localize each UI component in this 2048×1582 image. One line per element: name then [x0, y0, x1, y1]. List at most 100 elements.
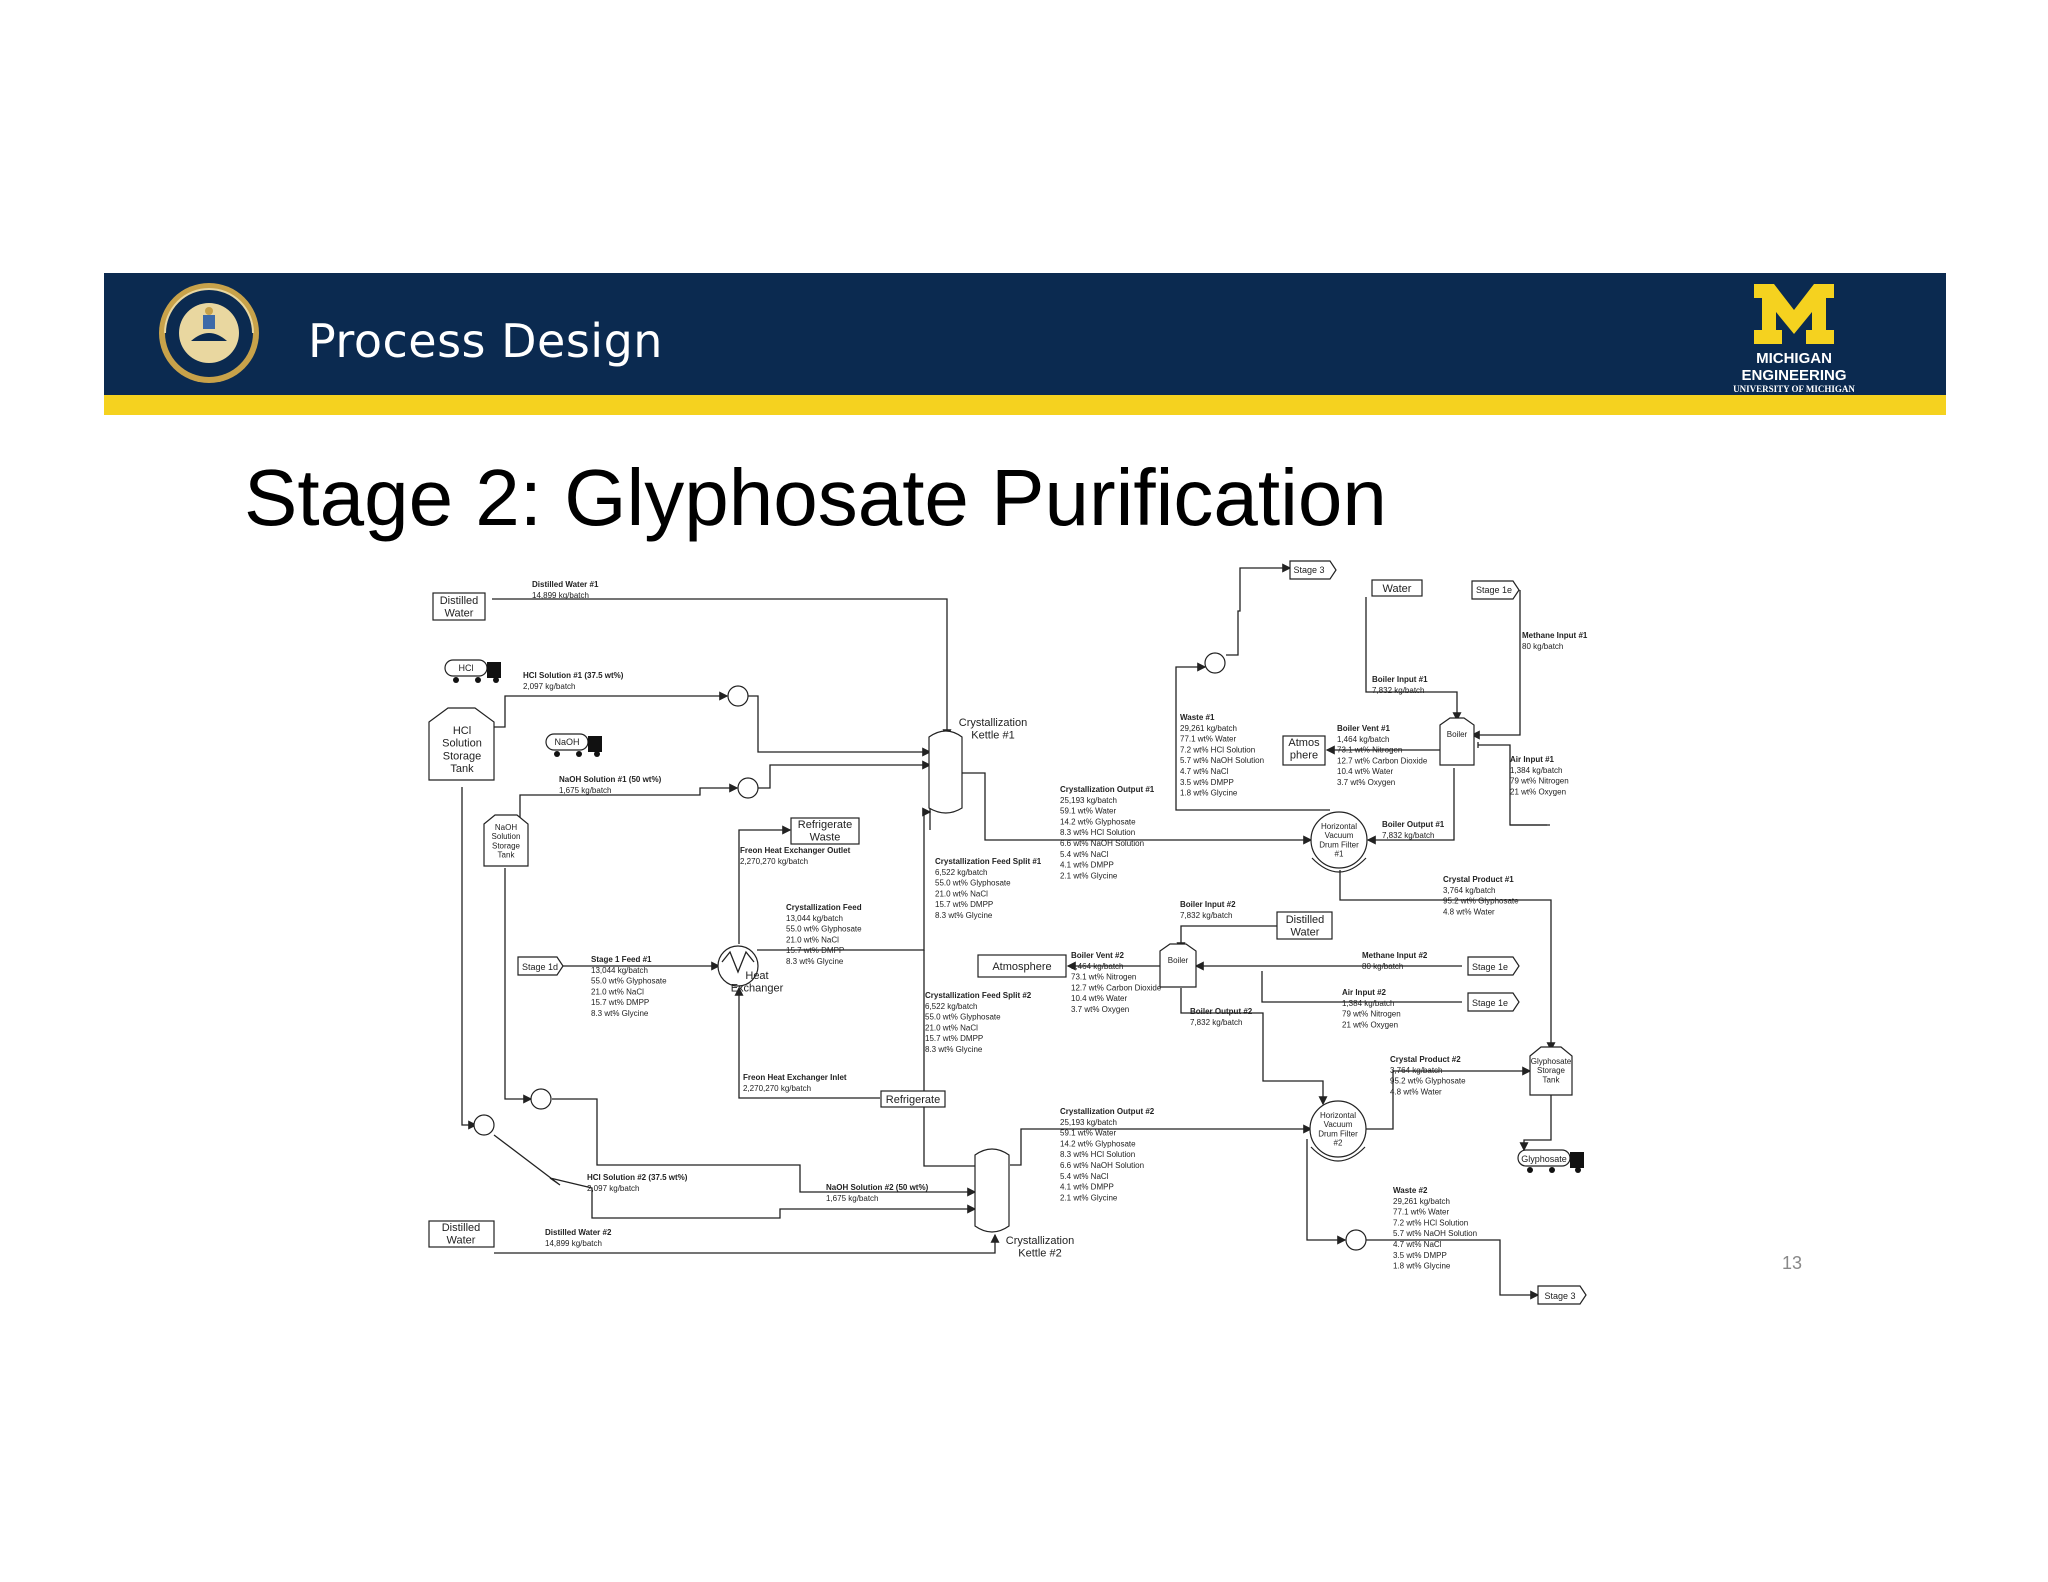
- boiler-2: [1159, 943, 1197, 988]
- filter-arc-icon: [1310, 1146, 1366, 1162]
- unit-label-atmosphere-2: Atmosphere: [992, 961, 1051, 973]
- stream-line: [505, 783, 739, 819]
- pump-icon: [737, 777, 759, 799]
- section-title: Process Design: [308, 314, 663, 368]
- pump-icon: [727, 685, 749, 707]
- unit-label-stage-1d: Stage 1d: [522, 962, 558, 972]
- stream-line: [1339, 870, 1556, 1052]
- crystallization-kettle-1: [928, 730, 963, 814]
- filter-arc-icon: [1311, 857, 1367, 873]
- stream-label-naoh-solution-2: NaOH Solution #2 (50 wt%)1,675 kg/batch: [826, 1183, 929, 1203]
- refrigerate-waste-box: [790, 817, 860, 845]
- naoh-tank: [483, 814, 529, 867]
- heat-exchanger-icon: [717, 945, 759, 987]
- distilled-water-3-box: [1276, 911, 1333, 940]
- stream-line: [504, 868, 533, 1104]
- stream-line: [1365, 1066, 1532, 1130]
- unit-label-stage-1e-mid2: Stage 1e: [1472, 998, 1508, 1008]
- heat-exchanger-coil-icon: [721, 950, 755, 974]
- unit-label-boiler-2: Boiler: [1168, 956, 1189, 965]
- water-box: [1371, 579, 1423, 597]
- brand-university: UNIVERSITY OF MICHIGAN: [1733, 384, 1855, 394]
- unit-label-glyphosate-truck: Glyphosate: [1521, 1154, 1567, 1164]
- truck-icon: [453, 662, 1584, 1173]
- stream-line: [1470, 590, 1521, 740]
- stream-line: [758, 760, 932, 789]
- stream-line: [1366, 1239, 1540, 1300]
- slide-title: Stage 2: Glyphosate Purification: [244, 453, 1387, 542]
- stream-line: [1519, 1095, 1552, 1152]
- stream-line: [494, 691, 729, 728]
- unit-label-stage-1e-top: Stage 1e: [1476, 585, 1512, 595]
- university-seal-icon: [159, 283, 259, 383]
- header-banner: [104, 273, 1946, 395]
- unit-label-refrigerate: Refrigerate: [886, 1094, 940, 1106]
- stream-line: [494, 1233, 1000, 1254]
- unit-label-naoh-truck: NaOH: [554, 737, 579, 747]
- stream-line: [738, 825, 792, 944]
- pump-icon: [530, 1088, 552, 1110]
- stream-line: [1365, 597, 1462, 722]
- stream-line: [1366, 768, 1455, 845]
- stream-line: [962, 772, 1313, 845]
- pump-icon: [1345, 1229, 1367, 1251]
- stage-1e-top-tag: [1471, 580, 1520, 600]
- stream-line: [493, 1134, 977, 1219]
- brand-michigan: MICHIGAN: [1756, 350, 1832, 367]
- header-maize-stripe: [104, 395, 1946, 415]
- boiler-1: [1439, 717, 1475, 766]
- stream-line: [1306, 1139, 1347, 1245]
- stream-line: [1180, 988, 1328, 1106]
- stream-label-hcl-solution-2: HCl Solution #2 (37.5 wt%)2,097 kg/batch: [587, 1173, 688, 1193]
- stream-line: [923, 950, 992, 1171]
- pump-icon: [1204, 652, 1226, 674]
- stream-label-naoh-solution-1: NaOH Solution #1 (50 wt%)1,675 kg/batch: [559, 775, 662, 795]
- atmosphere-1-box: [1282, 735, 1326, 766]
- crystallization-kettle-2: [974, 1148, 1010, 1233]
- stream-line: [748, 695, 932, 757]
- stream-line: [757, 807, 932, 951]
- stage-1e-mid-tag: [1467, 956, 1520, 976]
- unit-label-boiler-1: Boiler: [1447, 730, 1468, 739]
- vacuum-drum-filter-2: [1309, 1100, 1367, 1158]
- distilled-water-1-box: [432, 592, 486, 621]
- stream-line: [461, 787, 478, 1130]
- stream-line: [1226, 563, 1292, 656]
- block-m-logo-icon: [1754, 284, 1834, 344]
- refrigerate-box: [880, 1090, 946, 1108]
- hcl-tank: [428, 707, 495, 781]
- stream-line: [1261, 971, 1462, 1003]
- atmosphere-2-box: [977, 954, 1067, 978]
- stream-line: [552, 1098, 977, 1197]
- stream-label-hcl-solution-1: HCl Solution #1 (37.5 wt%)2,097 kg/batch: [523, 671, 624, 691]
